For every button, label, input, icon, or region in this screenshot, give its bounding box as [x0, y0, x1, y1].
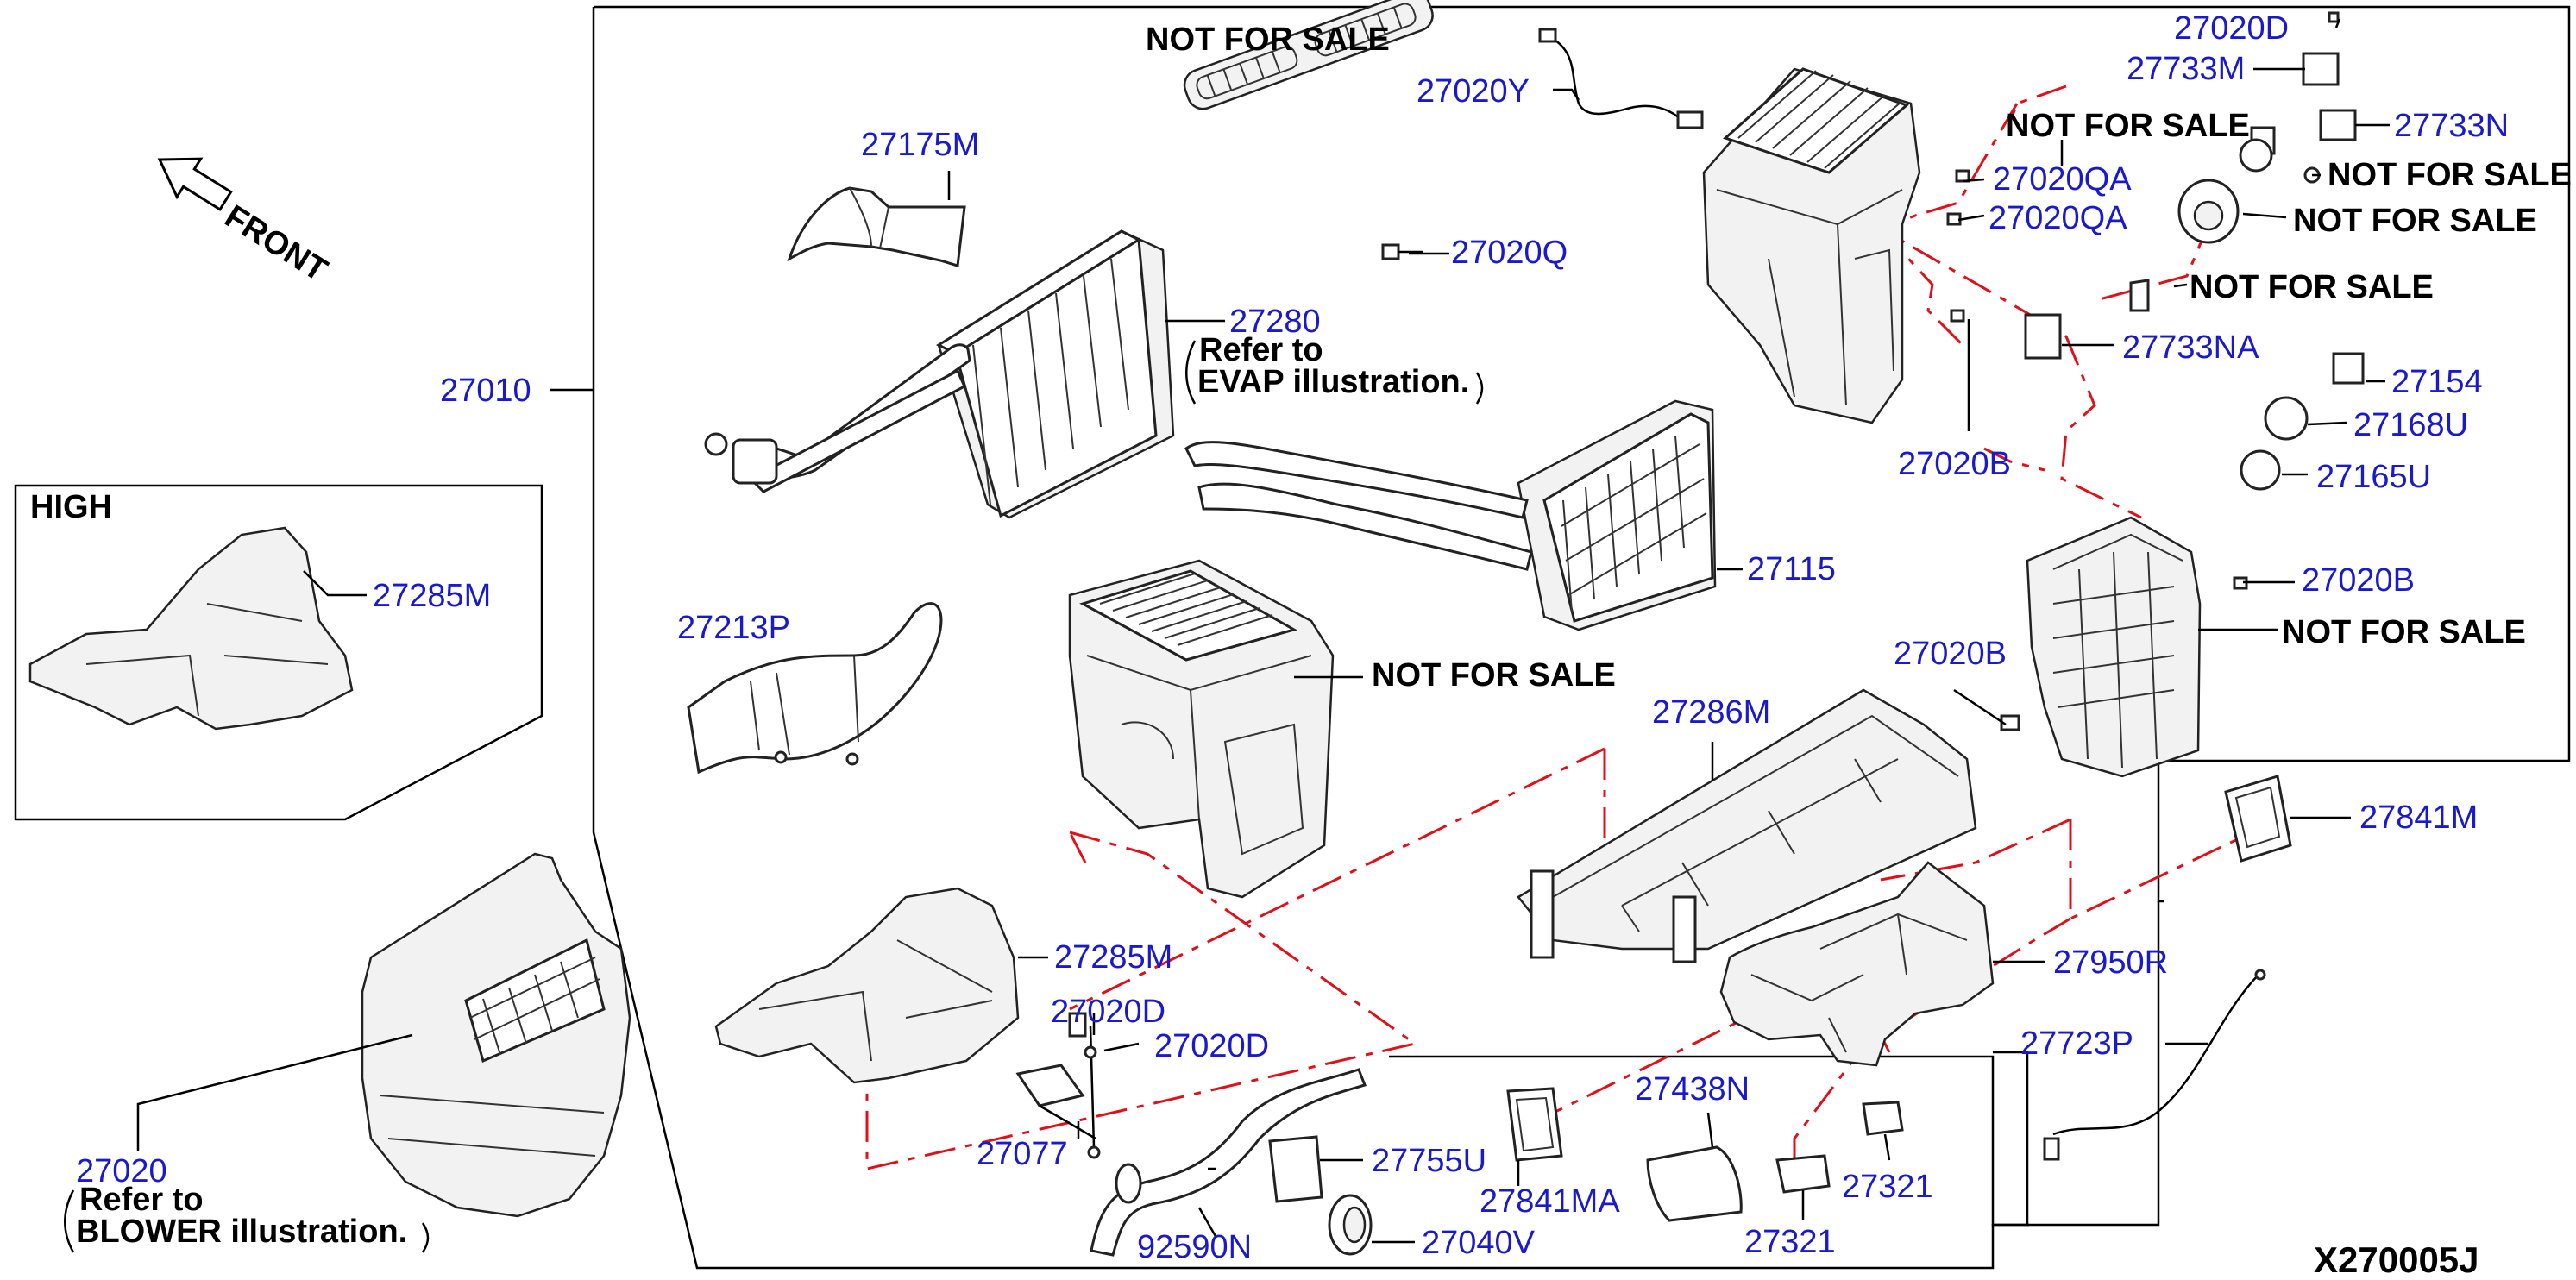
heater-unit-upper-right-drawing	[1702, 67, 1921, 424]
duct-27950R-drawing	[1719, 861, 1995, 1067]
evap-ref-bracket	[1185, 340, 1484, 405]
label-92590N: 92590N	[1137, 1229, 1252, 1265]
label-27168U: 27168U	[2353, 407, 2468, 443]
label-evap-ref-1: Refer to	[1199, 332, 1323, 368]
label-nfs-right: NOT FOR SALE	[2282, 614, 2526, 650]
evap-seal-drawing	[1183, 0, 1434, 110]
label-27020QA-2: 27020QA	[1989, 200, 2127, 236]
sub-frame	[2027, 901, 2160, 1227]
lower-inner-frame	[1389, 1055, 2029, 1227]
label-27723P: 27723P	[2020, 1026, 2133, 1062]
label-27020: 27020	[76, 1153, 167, 1189]
callout-labels: NOT FOR SALE 27020Y 27175M 27020Q 27280 …	[30, 10, 2572, 1280]
foam-27755U-drawing	[1268, 1135, 1323, 1203]
blower-ref-bracket	[64, 1189, 430, 1253]
label-27438N: 27438N	[1635, 1071, 1750, 1107]
clip-27020D-drawing	[1068, 1012, 1097, 1059]
heater-unit-right-drawing	[2026, 516, 2202, 778]
label-27040V: 27040V	[1422, 1225, 1536, 1261]
diagram-id: X270005J	[2314, 1239, 2479, 1280]
blower-27020-drawing	[361, 852, 631, 1218]
label-27285M-high: 27285M	[373, 578, 491, 614]
clip-27321-a-drawing	[1775, 1154, 1831, 1194]
wire-harness-27020Y-drawing	[1538, 28, 1704, 129]
heater-unit-center-drawing	[1068, 559, 1335, 899]
front-arrow-icon	[157, 157, 233, 211]
label-27213P: 27213P	[677, 610, 790, 646]
main-frame-left	[592, 7, 2029, 1270]
reference-dashes	[865, 85, 2244, 1170]
duct-27175M-drawing	[787, 186, 966, 267]
leader-lines	[136, 18, 2390, 1244]
high-frame	[14, 484, 543, 821]
label-27285M: 27285M	[1054, 939, 1172, 976]
grommet-27040V-drawing	[1328, 1194, 1373, 1256]
label-27286M: 27286M	[1652, 694, 1770, 731]
label-27950R: 27950R	[2053, 944, 2168, 981]
label-evap-ref-2: EVAP illustration.	[1197, 364, 1469, 400]
sensor-wire-27723P-drawing	[2043, 969, 2266, 1161]
label-nfs-upper: NOT FOR SALE	[2006, 108, 2250, 144]
clip-27020Q-drawing	[1381, 243, 1423, 260]
label-27154: 27154	[2391, 364, 2483, 400]
label-27020D-b: 27020D	[1154, 1028, 1269, 1064]
label-27020B-mid: 27020B	[1894, 636, 2007, 672]
evaporator-27280-drawing	[704, 229, 1175, 519]
label-blower-ref-1: Refer to	[79, 1182, 204, 1218]
label-nfs-top: NOT FOR SALE	[1146, 22, 1390, 58]
label-27020B-right: 27020B	[2302, 562, 2415, 599]
label-27280: 27280	[1229, 304, 1321, 340]
label-nfs-r1: NOT FOR SALE	[2328, 157, 2572, 193]
duct-27213P-drawing	[687, 602, 943, 775]
label-27733NA: 27733NA	[2122, 329, 2259, 366]
duct-27285M-drawing	[714, 887, 1020, 1084]
heater-core-27115-drawing	[1184, 399, 1717, 631]
label-27733N: 27733N	[2394, 108, 2509, 144]
label-27175M: 27175M	[861, 127, 979, 163]
grille-27841MA-drawing	[1506, 1087, 1563, 1162]
filter-27438N-drawing	[1646, 1145, 1743, 1222]
label-27020D-top: 27020D	[2174, 10, 2289, 47]
label-nfs-r3: NOT FOR SALE	[2190, 269, 2434, 305]
label-nfs-mid: NOT FOR SALE	[1372, 657, 1616, 693]
label-27755U: 27755U	[1372, 1143, 1486, 1179]
label-27020Y: 27020Y	[1417, 73, 1530, 110]
label-27841MA: 27841MA	[1480, 1183, 1620, 1220]
grille-27841M-drawing	[2224, 775, 2292, 863]
label-nfs-r2: NOT FOR SALE	[2293, 203, 2537, 239]
hose-92590N-drawing	[1090, 1068, 1367, 1257]
label-high: HIGH	[30, 489, 112, 525]
front-label: FRONT	[218, 198, 333, 289]
label-27165U: 27165U	[2316, 459, 2431, 495]
label-27733M: 27733M	[2127, 51, 2245, 87]
label-blower-ref-2: BLOWER illustration.	[76, 1214, 407, 1250]
label-27321-a: 27321	[1842, 1169, 1933, 1205]
label-27020QA-1: 27020QA	[1993, 161, 2132, 198]
label-27020Q: 27020Q	[1451, 235, 1568, 271]
label-27020D-a: 27020D	[1051, 994, 1165, 1030]
label-27077: 27077	[977, 1136, 1068, 1172]
label-27321-b: 27321	[1744, 1224, 1836, 1260]
label-27115: 27115	[1747, 551, 1836, 587]
duct-27286M-drawing	[1517, 688, 1977, 963]
clip-27321-b-drawing	[1862, 1101, 1904, 1136]
label-27020B-top: 27020B	[1898, 446, 2011, 482]
duct-27285M-high-drawing	[28, 526, 354, 731]
label-27841M: 27841M	[2359, 800, 2478, 836]
label-27010: 27010	[440, 373, 531, 409]
